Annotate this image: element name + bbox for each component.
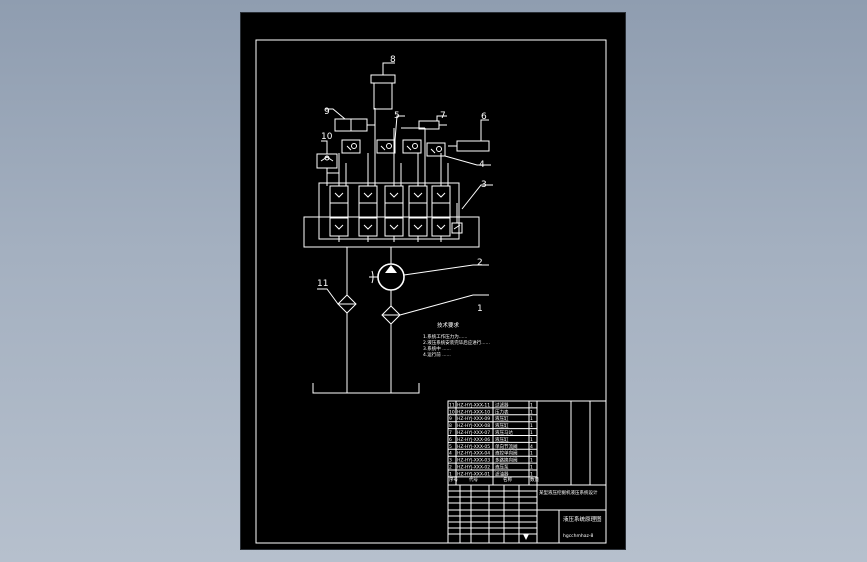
title-block: 某型液压挖掘机液压系统设计 液压系统原理图 hgcchmhaz-8: [447, 484, 607, 544]
bom-cell-qty: 1: [530, 465, 533, 471]
notes-line-2: 2.液压系统安装完毕后应进行......: [423, 339, 490, 346]
hydraulic-actuator-7: [418, 120, 447, 130]
bom-cell-qty: 1: [530, 409, 533, 415]
throttle-check-valves: [341, 127, 446, 163]
bom-cell-no: 8: [449, 423, 452, 429]
bom-cell-name: 液压马达: [495, 429, 513, 436]
callout-leaders: [317, 62, 493, 316]
bom-cell-name: 液压泵: [495, 464, 509, 471]
technical-notes: 技术要求 1.系统工作压力为...... 2.液压系统安装完毕后应进行.....…: [423, 321, 490, 358]
hydraulic-schematic: 1 2 3 4 5 6 7 8 9 10 11 技术要求 1.系统工作压力为..…: [255, 39, 607, 544]
project-name: 某型液压挖掘机液压系统设计: [539, 489, 598, 496]
bom-cell-code: HZ-HYJ-XXX-01: [457, 471, 490, 477]
bom-cell-code: HZ-HYJ-XXX-02: [457, 465, 490, 471]
bom-cell-code: HZ-HYJ-XXX-04: [457, 451, 490, 457]
bom-cell-code: HZ-HYJ-XXX-11: [457, 402, 490, 408]
notes-line-4: 4.运行前 ......: [423, 351, 451, 358]
bom-cell-qty: 1: [530, 437, 533, 443]
bom-cell-qty: 1: [530, 416, 533, 422]
bom-cell-no: 1: [449, 471, 452, 477]
bom-cell-qty: 1: [530, 423, 533, 429]
bom-header-no: 序号: [449, 476, 458, 483]
bom-cell-qty: 1: [530, 451, 533, 457]
bom-header-qty: 数量: [530, 476, 539, 483]
bom-cell-qty: 4: [530, 444, 533, 450]
hydraulic-cylinder-6: [448, 140, 490, 152]
bom-cell-name: 液压缸: [495, 422, 509, 429]
notes-title: 技术要求: [437, 321, 460, 329]
multi-way-valve-block: [303, 182, 480, 248]
callout-8: 8: [390, 55, 396, 65]
callout-labels: 1 2 3 4 5 6 7 8 9 10 11: [317, 55, 487, 314]
bom-cell-name: 过滤器: [495, 401, 509, 408]
bom-cell-code: HZ-HYJ-XXX-09: [457, 416, 490, 422]
bom-cell-qty: 1: [530, 471, 533, 477]
bom-cell-no: 4: [449, 451, 452, 457]
bom-cell-no: 11: [449, 402, 455, 408]
callout-11: 11: [317, 279, 328, 289]
bom-header-code: 代号: [469, 476, 478, 483]
hydraulic-cylinder-8: [370, 65, 396, 110]
filter-11: [337, 247, 357, 393]
drawing-title: 液压系统原理图: [563, 515, 602, 523]
bom-cell-name: 液控单向阀: [495, 450, 518, 457]
bom-cell-name: 滤油器: [495, 470, 509, 477]
bom-cell-no: 10: [449, 409, 455, 415]
bom-cell-code: HZ-HYJ-XXX-03: [457, 458, 490, 464]
bom-header-name: 名称: [503, 476, 512, 483]
bom-cell-no: 3: [449, 458, 452, 464]
drawing-border: [255, 39, 607, 544]
bom-cell-qty: 1: [530, 402, 533, 408]
hydraulic-cylinder-9: [334, 118, 375, 132]
filter-1: [381, 305, 401, 393]
notes-line-3: 3.系统中 ......: [423, 345, 451, 352]
bom-cell-name: 单向节流阀: [495, 443, 518, 450]
notes-line-1: 1.系统工作压力为......: [423, 333, 467, 340]
hydraulic-pump-2: [369, 247, 405, 306]
callout-6: 6: [481, 112, 487, 122]
bom-cell-name: 液压缸: [495, 436, 509, 443]
bom-cell-qty: 1: [530, 458, 533, 464]
bom-cell-code: HZ-HYJ-XXX-07: [457, 430, 490, 436]
bom-cell-name: 液压缸: [495, 415, 509, 422]
callout-5: 5: [394, 111, 400, 121]
bom-cell-qty: 1: [530, 430, 533, 436]
bom-cell-no: 9: [449, 416, 452, 422]
callout-10: 10: [321, 132, 333, 142]
callout-9: 9: [324, 107, 330, 117]
callout-1: 1: [477, 304, 483, 314]
bom-cell-code: HZ-HYJ-XXX-10: [457, 409, 490, 415]
callout-4: 4: [479, 160, 485, 170]
bom-cell-code: HZ-HYJ-XXX-05: [457, 444, 490, 450]
bom-cell-no: 7: [449, 430, 452, 436]
tank-line: [312, 383, 420, 394]
callout-2: 2: [477, 258, 483, 268]
bom-cell-code: HZ-HYJ-XXX-08: [457, 423, 490, 429]
bom-cell-no: 5: [449, 444, 452, 450]
bom-cell-name: 压力表: [495, 408, 509, 415]
bom-cell-code: HZ-HYJ-XXX-06: [457, 437, 490, 443]
drawing-sheet: 1 2 3 4 5 6 7 8 9 10 11 技术要求 1.系统工作压力为..…: [241, 13, 625, 549]
drawing-number: hgcchmhaz-8: [563, 533, 593, 539]
callout-3: 3: [481, 180, 487, 190]
callout-7: 7: [440, 111, 446, 121]
bom-cell-no: 2: [449, 465, 452, 471]
bom-cell-name: 多路换向阀: [495, 457, 518, 464]
bom-cell-no: 6: [449, 437, 452, 443]
